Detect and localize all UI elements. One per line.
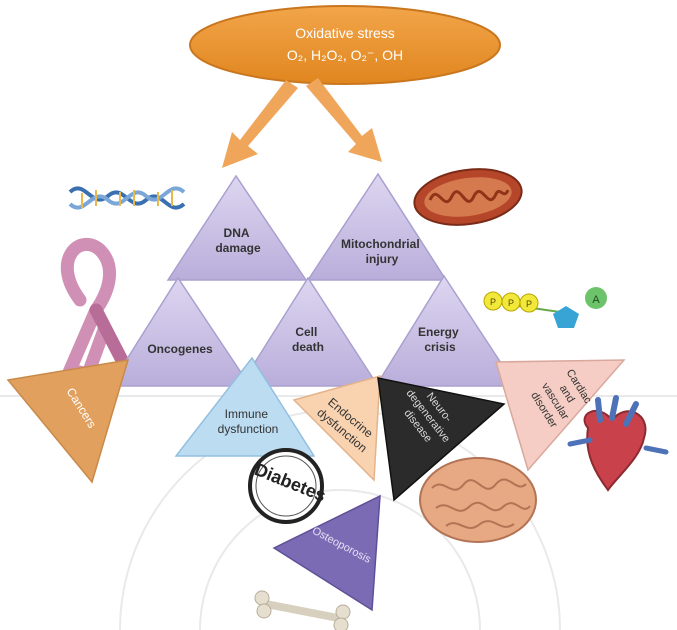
diabetes-stamp: Diabetes <box>248 448 329 524</box>
bone-icon <box>254 590 351 630</box>
triangle-energy-crisis: Energy crisis <box>374 274 518 387</box>
triangle-osteoporosis: Osteoporosis <box>272 494 381 612</box>
mitochondrion-icon <box>413 168 523 226</box>
atp-p-label: P <box>526 299 532 309</box>
triangle-neurodegenerative-disease: Neuro- degenerative disease <box>377 377 506 502</box>
arrow-left <box>222 80 298 168</box>
label-dna-damage: DNA damage <box>215 226 261 255</box>
label-mitochondrial-injury: Mitochondrial injury <box>341 237 423 266</box>
atp-molecule-icon: P P P A <box>483 287 607 328</box>
arrow-right <box>306 78 382 162</box>
atp-p-label: P <box>490 297 496 307</box>
brain-icon <box>419 457 537 543</box>
triangle-cancers: Cancers <box>6 359 130 484</box>
label-energy-crisis: Energy crisis <box>418 325 462 354</box>
awareness-ribbon-icon <box>60 238 136 382</box>
oval-species: O₂, H₂O₂, O₂⁻, OH <box>287 47 403 63</box>
triangle-endocrine-dysfunction: Endocrine dysfunction <box>292 374 381 482</box>
heart-icon <box>567 395 669 492</box>
triangle-dna-damage: DNA damage <box>166 174 308 281</box>
label-oncogenes: Oncogenes <box>147 342 213 356</box>
triangle-cardiac-vascular-disorder: Cardiac and vascular disorder <box>495 359 626 472</box>
triangle-immune-dysfunction: Immune dysfunction <box>174 356 316 457</box>
label-immune-dysfunction: Immune dysfunction <box>218 407 279 436</box>
oxidative-stress-oval: Oxidative stress O₂, H₂O₂, O₂⁻, OH <box>189 5 501 85</box>
triangle-oncogenes: Oncogenes <box>108 276 252 387</box>
dna-helix-icon <box>68 186 186 210</box>
atp-p-label: P <box>508 298 514 308</box>
atp-a-label: A <box>592 294 600 306</box>
label-cell-death: Cell death <box>292 325 324 354</box>
oval-title: Oxidative stress <box>295 25 395 41</box>
triangle-cell-death: Cell death <box>238 276 380 387</box>
triangle-mitochondrial-injury: Mitochondrial injury <box>306 172 448 281</box>
